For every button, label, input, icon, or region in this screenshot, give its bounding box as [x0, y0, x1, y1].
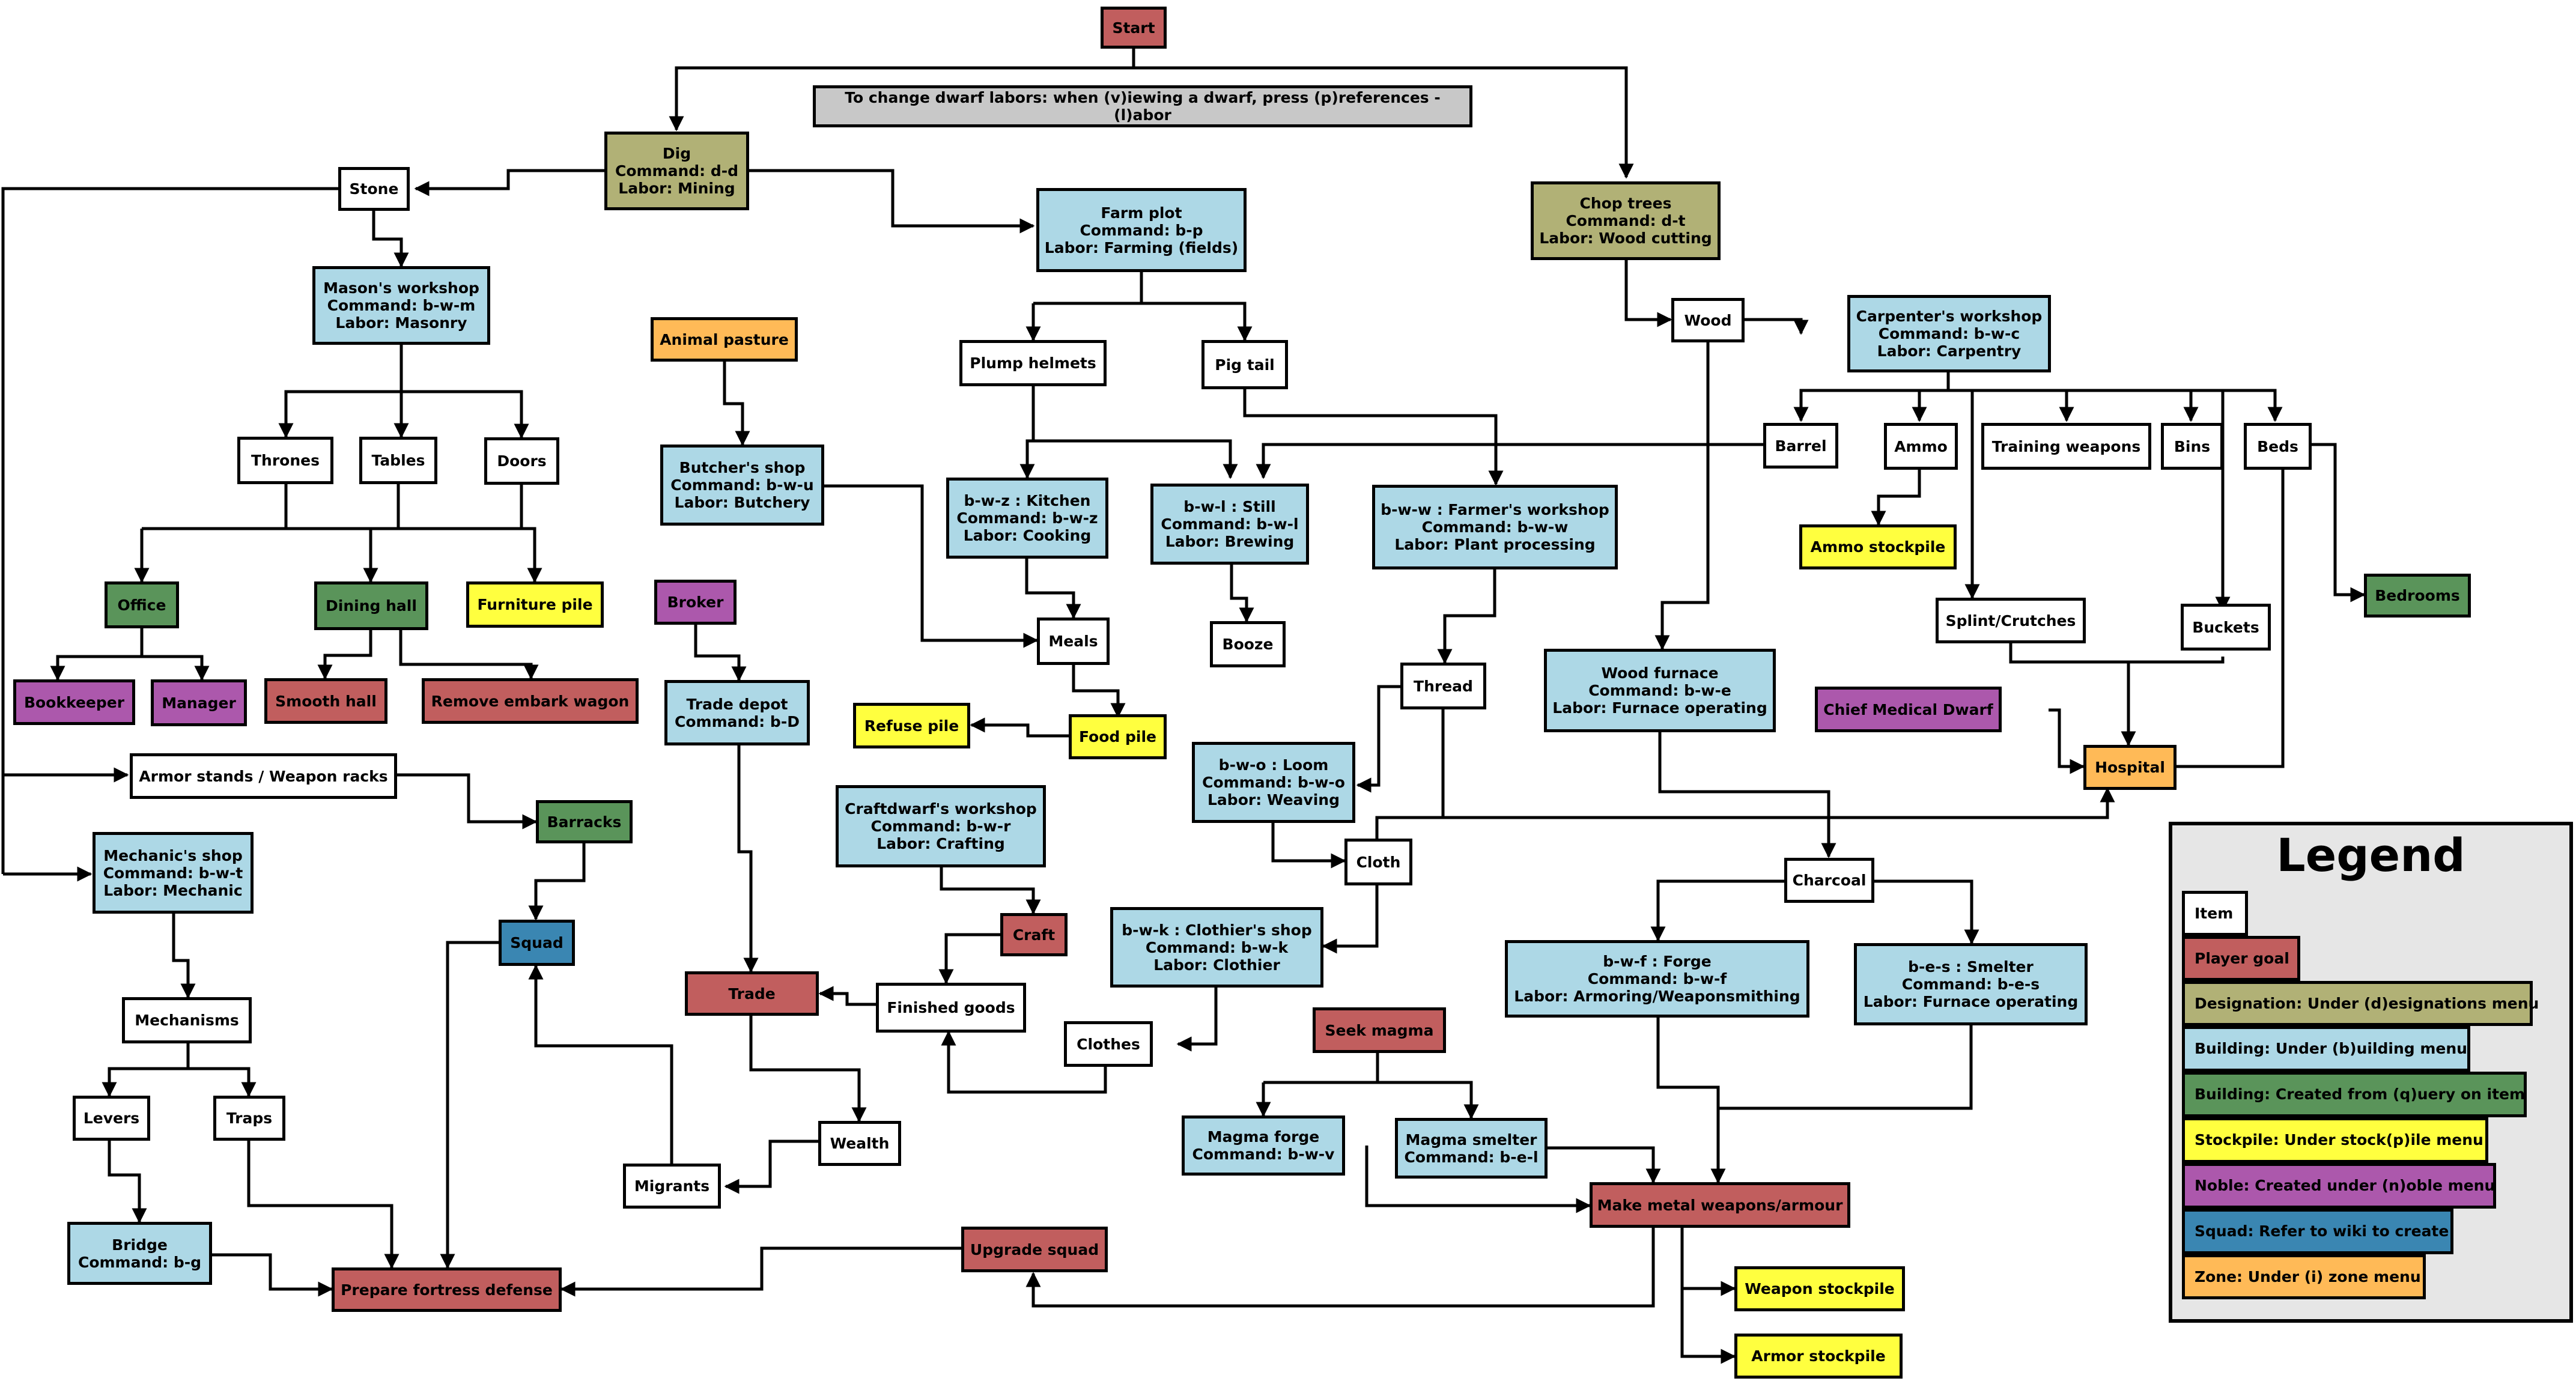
chief-medical-dwarf-noble: Chief Medical Dwarf	[1815, 687, 2002, 732]
barrel-item: Barrel	[1763, 423, 1838, 469]
craft-goal: Craft	[1000, 913, 1068, 956]
traps-item: Traps	[213, 1096, 285, 1141]
loom-building: b-w-o : Loom Command: b-w-o Labor: Weavi…	[1192, 742, 1355, 823]
dining-hall-room: Dining hall	[314, 581, 428, 630]
smelter-building: b-e-s : Smelter Command: b-e-s Labor: Fu…	[1854, 943, 2088, 1025]
weapon-stockpile: Weapon stockpile	[1734, 1266, 1905, 1311]
bins-item: Bins	[2161, 423, 2223, 470]
upgrade-squad-goal: Upgrade squad	[961, 1227, 1108, 1272]
clothiers-shop-building: b-w-k : Clothier's shop Command: b-w-k L…	[1110, 907, 1323, 988]
stone-item: Stone	[338, 167, 410, 211]
farmers-workshop-building: b-w-w : Farmer's workshop Command: b-w-w…	[1372, 485, 1618, 569]
doors-item: Doors	[484, 437, 559, 485]
animal-pasture-zone: Animal pasture	[651, 317, 798, 362]
cloth-item: Cloth	[1344, 839, 1412, 885]
smooth-hall-goal: Smooth hall	[264, 678, 387, 724]
legend-item-zone: Zone: Under (i) zone menu	[2182, 1254, 2426, 1299]
armor-stands-weapon-racks-item: Armor stands / Weapon racks	[130, 753, 397, 799]
mechanics-shop-building: Mechanic's shop Command: b-w-t Labor: Me…	[93, 832, 254, 914]
remove-embark-wagon-goal: Remove embark wagon	[422, 678, 639, 724]
prepare-fortress-defense-goal: Prepare fortress defense	[332, 1267, 562, 1312]
bridge-building: Bridge Command: b-g	[67, 1222, 212, 1285]
beds-item: Beds	[2244, 423, 2312, 470]
farm-plot-building: Farm plot Command: b-p Labor: Farming (f…	[1036, 188, 1247, 272]
legend-item-item: Item	[2182, 891, 2248, 936]
manager-noble: Manager	[151, 679, 247, 726]
seek-magma-goal: Seek magma	[1313, 1007, 1446, 1053]
bookkeeper-noble: Bookkeeper	[13, 679, 135, 725]
ammo-stockpile: Ammo stockpile	[1799, 524, 1957, 569]
legend-item-stockpile: Stockpile: Under stock(p)ile menu	[2182, 1117, 2488, 1163]
pig-tail-item: Pig tail	[1201, 340, 1288, 389]
chop-trees-designation: Chop trees Command: d-t Labor: Wood cutt…	[1531, 181, 1721, 260]
hospital-zone: Hospital	[2083, 745, 2177, 790]
trade-depot-building: Trade depot Command: b-D	[664, 680, 810, 745]
finished-goods-item: Finished goods	[876, 983, 1026, 1033]
carpenters-workshop-building: Carpenter's workshop Command: b-w-c Labo…	[1847, 295, 2051, 372]
labor-note: To change dwarf labors: when (v)iewing a…	[813, 85, 1472, 127]
legend-item-query-building: Building: Created from (q)uery on item	[2182, 1072, 2527, 1117]
booze-item: Booze	[1210, 621, 1286, 667]
thread-item: Thread	[1400, 663, 1486, 709]
legend-item-player-goal: Player goal	[2182, 936, 2300, 981]
barracks-room: Barracks	[536, 800, 633, 843]
dig-designation: Dig Command: d-d Labor: Mining	[604, 132, 749, 210]
tables-item: Tables	[359, 437, 437, 484]
legend-item-squad: Squad: Refer to wiki to create	[2182, 1209, 2453, 1254]
bedrooms-room: Bedrooms	[2364, 574, 2471, 618]
forge-building: b-w-f : Forge Command: b-w-f Labor: Armo…	[1505, 940, 1809, 1018]
furniture-pile-stockpile: Furniture pile	[466, 581, 604, 628]
armor-stockpile: Armor stockpile	[1734, 1334, 1903, 1379]
legend-title: Legend	[2276, 828, 2465, 882]
legend-item-designation: Designation: Under (d)esignations menu	[2182, 981, 2539, 1026]
broker-noble: Broker	[654, 580, 737, 625]
make-metal-weapons-armour-goal: Make metal weapons/armour	[1590, 1182, 1850, 1228]
wood-furnace-building: Wood furnace Command: b-w-e Labor: Furna…	[1544, 649, 1776, 732]
splint-crutches-item: Splint/Crutches	[1936, 598, 2086, 643]
office-room: Office	[105, 581, 179, 628]
food-pile-stockpile: Food pile	[1069, 714, 1167, 759]
migrants-item: Migrants	[623, 1164, 721, 1209]
start-node: Start	[1101, 7, 1167, 49]
legend-item-noble: Noble: Created under (n)oble menu	[2182, 1163, 2496, 1209]
plump-helmets-item: Plump helmets	[959, 340, 1107, 386]
levers-item: Levers	[73, 1096, 150, 1141]
magma-smelter-building: Magma smelter Command: b-e-l	[1395, 1118, 1548, 1179]
wealth-item: Wealth	[818, 1121, 901, 1166]
trade-goal: Trade	[685, 971, 819, 1016]
thrones-item: Thrones	[237, 437, 333, 484]
masons-workshop-building: Mason's workshop Command: b-w-m Labor: M…	[312, 266, 490, 345]
meals-item: Meals	[1037, 618, 1110, 665]
ammo-item: Ammo	[1884, 423, 1958, 470]
magma-forge-building: Magma forge Command: b-w-v	[1182, 1115, 1345, 1176]
mechanisms-item: Mechanisms	[122, 997, 252, 1043]
squad-node: Squad	[499, 920, 575, 966]
kitchen-building: b-w-z : Kitchen Command: b-w-z Labor: Co…	[946, 478, 1108, 559]
charcoal-item: Charcoal	[1784, 858, 1874, 903]
training-weapons-item: Training weapons	[1981, 423, 2151, 470]
legend-item-building: Building: Under (b)uilding menu	[2182, 1026, 2470, 1072]
wood-item: Wood	[1671, 298, 1745, 342]
buckets-item: Buckets	[2181, 604, 2271, 651]
butchers-shop-building: Butcher's shop Command: b-w-u Labor: But…	[660, 445, 824, 526]
refuse-pile-stockpile: Refuse pile	[853, 703, 970, 748]
still-building: b-w-l : Still Command: b-w-l Labor: Brew…	[1150, 484, 1309, 565]
clothes-item: Clothes	[1064, 1021, 1153, 1067]
craftdwarfs-workshop-building: Craftdwarf's workshop Command: b-w-r Lab…	[836, 785, 1046, 867]
